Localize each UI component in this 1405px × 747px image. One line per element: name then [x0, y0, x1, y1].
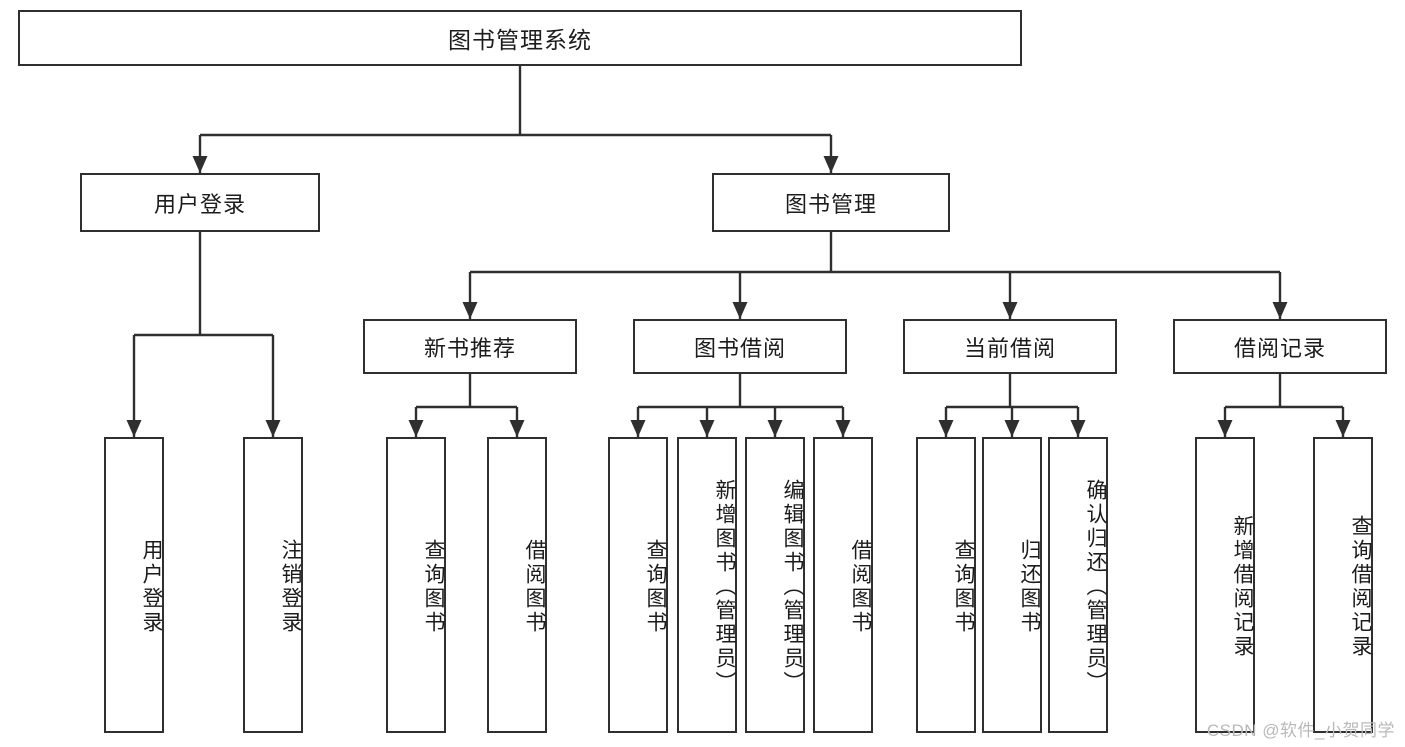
- node-new-book-rec[interactable]: 新书推荐: [363, 319, 577, 374]
- node-label: 用户登录: [153, 191, 246, 217]
- node-label: 查询借阅记录: [1349, 515, 1372, 659]
- node-label: 新增图书（管理员）: [713, 479, 736, 695]
- node-leaf-query-book-2[interactable]: 查询图书: [608, 437, 668, 733]
- arrow-head-book-manage: [823, 156, 839, 173]
- arrow-head-leaf-borrow-book-1: [509, 420, 525, 437]
- arrow-head-leaf-query-book-3: [938, 420, 954, 437]
- node-leaf-query-book-3[interactable]: 查询图书: [916, 437, 976, 733]
- arrow-head-current-borrow: [1002, 302, 1018, 319]
- node-leaf-confirm-return[interactable]: 确认归还（管理员）: [1048, 437, 1108, 733]
- node-book-borrow[interactable]: 图书借阅: [633, 319, 847, 374]
- node-label: 当前借阅: [963, 335, 1056, 361]
- arrow-head-leaf-edit-book: [767, 420, 783, 437]
- node-leaf-add-book[interactable]: 新增图书（管理员）: [677, 437, 737, 733]
- node-label: 确认归还（管理员）: [1084, 479, 1107, 695]
- node-label: 用户登录: [140, 539, 163, 635]
- node-label: 归还图书: [1018, 539, 1041, 635]
- node-leaf-borrow-book-2[interactable]: 借阅图书: [813, 437, 873, 733]
- node-leaf-query-record[interactable]: 查询借阅记录: [1313, 437, 1373, 733]
- node-label: 查询图书: [644, 539, 667, 635]
- node-label: 借阅图书: [849, 539, 872, 635]
- node-label: 查询图书: [952, 539, 975, 635]
- node-borrow-record[interactable]: 借阅记录: [1173, 319, 1387, 374]
- node-label: 借阅记录: [1233, 335, 1326, 361]
- arrow-head-leaf-query-book-1: [408, 420, 424, 437]
- arrow-head-leaf-return-book: [1004, 420, 1020, 437]
- arrow-head-borrow-record: [1272, 302, 1288, 319]
- arrow-head-new-book-rec: [462, 302, 478, 319]
- node-leaf-return-book[interactable]: 归还图书: [982, 437, 1042, 733]
- node-book-manage[interactable]: 图书管理: [712, 173, 950, 232]
- node-label: 新书推荐: [423, 335, 516, 361]
- node-label: 注销登录: [279, 539, 302, 635]
- node-current-borrow[interactable]: 当前借阅: [903, 319, 1117, 374]
- node-root[interactable]: 图书管理系统: [18, 10, 1022, 66]
- node-label: 查询图书: [422, 539, 445, 635]
- node-leaf-query-book-1[interactable]: 查询图书: [386, 437, 446, 733]
- arrow-head-leaf-user-logout: [265, 420, 281, 437]
- arrow-head-leaf-confirm-return: [1070, 420, 1086, 437]
- arrow-head-leaf-query-book-2: [630, 420, 646, 437]
- watermark: CSDN @软件_小贺同学: [1206, 721, 1395, 740]
- node-label: 图书管理系统: [448, 27, 592, 53]
- node-label: 新增借阅记录: [1231, 515, 1254, 659]
- arrow-head-book-borrow: [732, 302, 748, 319]
- arrow-head-leaf-add-record: [1217, 420, 1233, 437]
- node-label: 图书借阅: [693, 335, 786, 361]
- node-label: 图书管理: [784, 191, 877, 217]
- arrow-head-leaf-add-book: [699, 420, 715, 437]
- arrow-head-leaf-user-login: [126, 420, 142, 437]
- node-label: 编辑图书（管理员）: [781, 479, 804, 695]
- arrow-head-user-login: [192, 156, 208, 173]
- arrow-head-leaf-query-record: [1335, 420, 1351, 437]
- node-leaf-user-logout[interactable]: 注销登录: [243, 437, 303, 733]
- node-user-login[interactable]: 用户登录: [80, 173, 320, 232]
- node-leaf-borrow-book-1[interactable]: 借阅图书: [487, 437, 547, 733]
- node-leaf-edit-book[interactable]: 编辑图书（管理员）: [745, 437, 805, 733]
- node-leaf-user-login[interactable]: 用户登录: [104, 437, 164, 733]
- node-leaf-add-record[interactable]: 新增借阅记录: [1195, 437, 1255, 733]
- arrow-head-leaf-borrow-book-2: [835, 420, 851, 437]
- node-label: 借阅图书: [523, 539, 546, 635]
